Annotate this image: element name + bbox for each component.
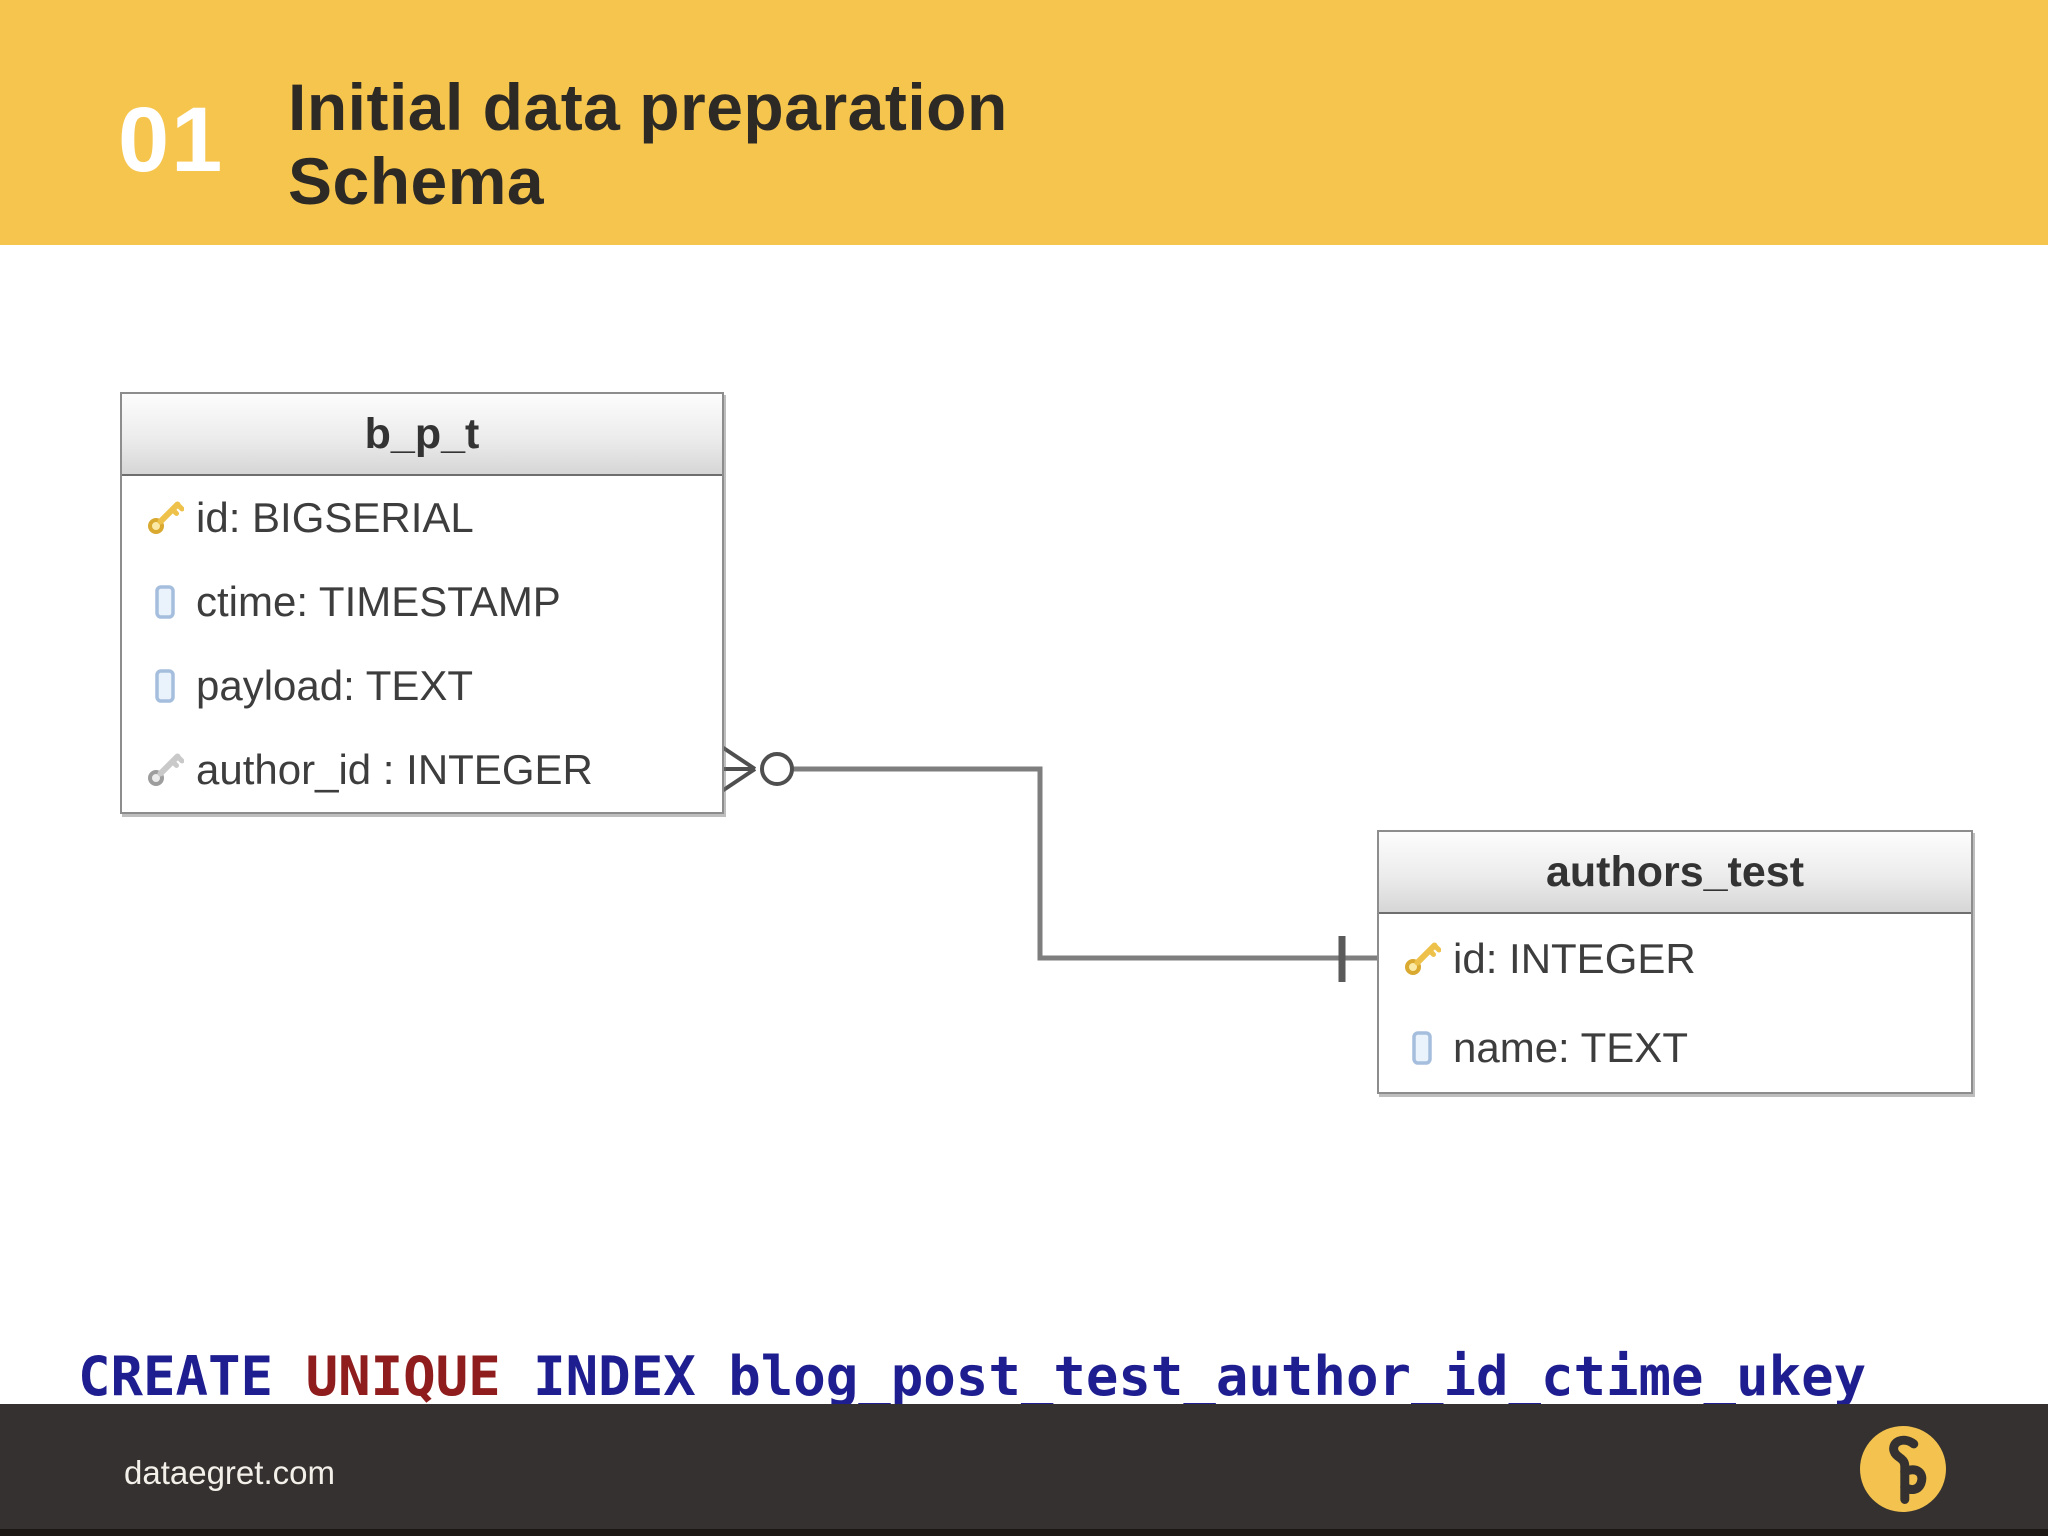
table-row: ctime: TIMESTAMP xyxy=(122,560,722,644)
table-title: authors_test xyxy=(1379,832,1971,914)
relationship-line xyxy=(793,766,1377,961)
column-label: author_id : INTEGER xyxy=(196,746,593,793)
column-label: name: TEXT xyxy=(1453,1023,1688,1071)
table-row: payload: TEXT xyxy=(122,644,722,728)
sql-code-block: CREATE UNIQUE INDEX blog_post_test_autho… xyxy=(78,1202,1866,1536)
website-label: dataegret.com xyxy=(124,1454,335,1491)
title-line-2: Schema xyxy=(288,144,545,218)
table-row: id: BIGSERIAL xyxy=(122,476,722,560)
column-icon xyxy=(1412,1030,1432,1065)
column-label: payload: TEXT xyxy=(196,662,474,709)
column-label: id: INTEGER xyxy=(1453,934,1696,982)
table-title: b_p_t xyxy=(122,394,722,476)
sql-keyword-unique: UNIQUE xyxy=(305,1345,534,1408)
egret-icon xyxy=(1889,1435,1927,1504)
sql-index-name: blog_post_test_author_id_ctime_ukey xyxy=(728,1345,1867,1408)
dataegret-logo xyxy=(1860,1426,1946,1512)
sql-keyword: INDEX xyxy=(533,1345,729,1408)
primary-key-icon xyxy=(1405,942,1441,975)
title-line-1: Initial data preparation xyxy=(288,70,1008,144)
table-row: id: INTEGER xyxy=(1379,914,1971,1003)
column-icon xyxy=(155,585,175,619)
column-label: ctime: TIMESTAMP xyxy=(196,578,561,625)
slide-title: Initial data preparation Schema xyxy=(288,70,1008,218)
sql-line-1: CREATE UNIQUE INDEX blog_post_test_autho… xyxy=(78,1342,1866,1412)
primary-key-icon xyxy=(148,501,184,534)
chapter-number: 01 xyxy=(118,89,225,191)
zero-cardinality-circle-icon xyxy=(760,752,794,786)
table-authors_test: authors_test id: INTEGER name: TEXT xyxy=(1377,830,1973,1094)
column-icon xyxy=(155,669,175,703)
slide-header: 01 Initial data preparation Schema xyxy=(0,0,2048,245)
column-label: id: BIGSERIAL xyxy=(196,494,474,541)
crow-foot-many-icon xyxy=(720,745,757,793)
table-row: author_id : INTEGER xyxy=(122,728,722,812)
foreign-key-icon xyxy=(148,753,184,786)
footer-bar: dataegret.com xyxy=(0,1404,2048,1536)
sql-keyword: CREATE xyxy=(78,1345,306,1408)
table-row: name: TEXT xyxy=(1379,1003,1971,1092)
table-b_p_t: b_p_t id: BIGSERIAL ctime: TIMESTAMP pay… xyxy=(120,392,724,814)
